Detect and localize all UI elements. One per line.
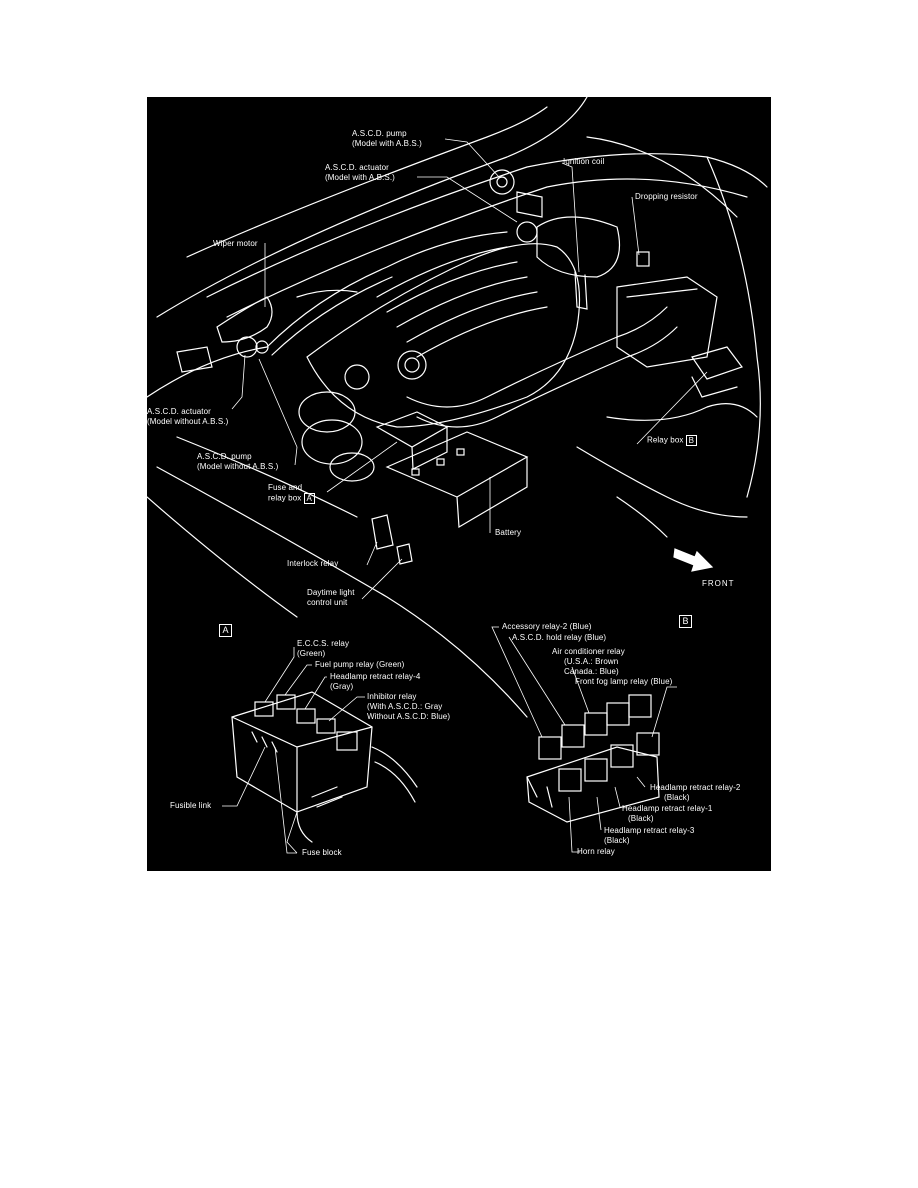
label-eccs-relay: E.C.C.S. relay (Green)	[297, 639, 350, 658]
label-ignition-coil: Ignition coil	[563, 157, 605, 166]
label-air-conditioner-relay: Air conditioner relay (U.S.A.: Brown Can…	[552, 647, 625, 676]
label-ascd-actuator-abs: A.S.C.D. actuator (Model with A.B.S.)	[325, 163, 395, 182]
label-relay-box: Relay box B	[647, 435, 697, 446]
label-headlamp-retract-relay-3: Headlamp retract relay-3 (Black)	[604, 826, 695, 845]
diagram-line-art	[147, 97, 768, 854]
daytime-unit	[396, 543, 413, 565]
section-tag-a: A	[219, 624, 232, 637]
intake-tube	[406, 306, 668, 408]
label-horn-relay: Horn relay	[577, 847, 615, 856]
label-ascd-pump-noabs: A.S.C.D. pump (Model without A.B.S.)	[197, 452, 279, 471]
label-daytime-light: Daytime light control unit	[307, 588, 355, 607]
relay-box-b	[691, 346, 743, 380]
label-headlamp-retract-relay-1: Headlamp retract relay-1 (Black)	[622, 804, 713, 823]
label-ascd-hold-relay: A.S.C.D. hold relay (Blue)	[512, 633, 607, 642]
engine-compartment-diagram: A.S.C.D. pump (Model with A.B.S.) A.S.C.…	[147, 97, 771, 871]
front-arrow	[673, 548, 714, 572]
air-filter-box	[616, 276, 718, 368]
label-front: FRONT	[702, 579, 735, 588]
label-interlock-relay: Interlock relay	[287, 559, 339, 568]
label-inhibitor-relay: Inhibitor relay (With A.S.C.D.: Gray Wit…	[367, 692, 451, 721]
label-wiper-motor: Wiper motor	[213, 239, 258, 248]
label-headlamp-retract-relay-2: Headlamp retract relay-2 (Black)	[650, 783, 741, 802]
label-dropping-resistor: Dropping resistor	[635, 192, 698, 201]
interlock-relay	[371, 514, 394, 550]
label-fuel-pump-relay: Fuel pump relay (Green)	[315, 660, 405, 669]
label-front-fog-lamp-relay: Front fog lamp relay (Blue)	[575, 677, 673, 686]
panel-b-box	[526, 746, 660, 823]
label-ascd-actuator-noabs: A.S.C.D. actuator (Model without A.B.S.)	[147, 407, 229, 426]
label-headlamp-retract-relay-4: Headlamp retract relay-4 (Gray)	[330, 672, 421, 691]
label-fusible-link: Fusible link	[170, 801, 212, 810]
panel-a-box	[231, 691, 373, 813]
engine-block	[306, 243, 580, 428]
section-tag-b: B	[679, 615, 692, 628]
actuator-left	[176, 346, 213, 373]
label-fuse-relay-box: Fuse and relay box A	[268, 483, 315, 504]
label-battery: Battery	[495, 528, 522, 537]
battery	[385, 431, 529, 498]
fuse-relay-box-a	[375, 411, 449, 448]
hood-outline	[156, 97, 588, 318]
label-ascd-pump-abs: A.S.C.D. pump (Model with A.B.S.)	[352, 129, 422, 148]
label-fuse-block: Fuse block	[302, 848, 342, 857]
label-accessory-relay-2: Accessory relay-2 (Blue)	[502, 622, 592, 631]
